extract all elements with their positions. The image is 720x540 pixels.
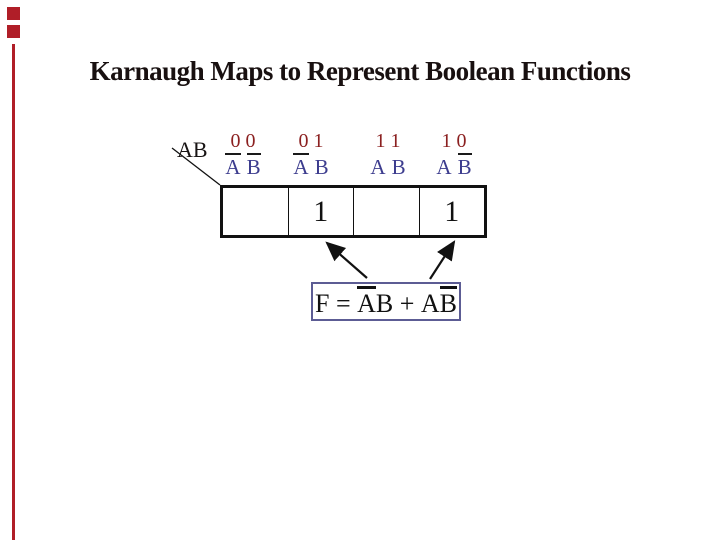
formula-middle: B + A bbox=[375, 289, 440, 318]
formula-box: F = A B + A B bbox=[311, 282, 461, 321]
var-a-bar: A bbox=[225, 153, 241, 179]
kmap-cell-00 bbox=[223, 188, 289, 235]
page-title: Karnaugh Maps to Represent Boolean Funct… bbox=[89, 56, 631, 86]
kmap-column-code-00: 0 0 bbox=[230, 130, 256, 152]
arrow-to-cell-10 bbox=[429, 240, 456, 280]
kmap-cell-11 bbox=[354, 188, 420, 235]
formula-A-bar: A bbox=[357, 286, 376, 317]
kmap-column-code-01: 0 1 bbox=[298, 130, 324, 152]
kmap-corner-label: AB bbox=[177, 137, 208, 162]
var-b-bar: B bbox=[246, 153, 261, 179]
formula-f-equals: F = bbox=[314, 289, 358, 318]
accent-square-bottom bbox=[7, 25, 20, 38]
accent-square-top bbox=[7, 7, 20, 20]
kmap-cell-01: 1 bbox=[289, 188, 354, 235]
var-b: B bbox=[314, 155, 329, 179]
kmap-cell-10: 1 bbox=[444, 194, 460, 228]
var-a-bar: A bbox=[293, 153, 309, 179]
kmap-table: 1 1 bbox=[220, 185, 487, 238]
kmap-column-code-11: 1 1 bbox=[375, 130, 401, 152]
var-b-bar: B bbox=[457, 153, 472, 179]
var-a: A bbox=[370, 155, 386, 179]
var-b: B bbox=[391, 155, 406, 179]
arrow-to-cell-01 bbox=[325, 241, 368, 279]
var-a: A bbox=[436, 155, 452, 179]
kmap-column-code-10: 1 0 bbox=[441, 130, 467, 152]
formula-B-bar: B bbox=[439, 286, 458, 317]
accent-vertical-line bbox=[12, 44, 15, 540]
